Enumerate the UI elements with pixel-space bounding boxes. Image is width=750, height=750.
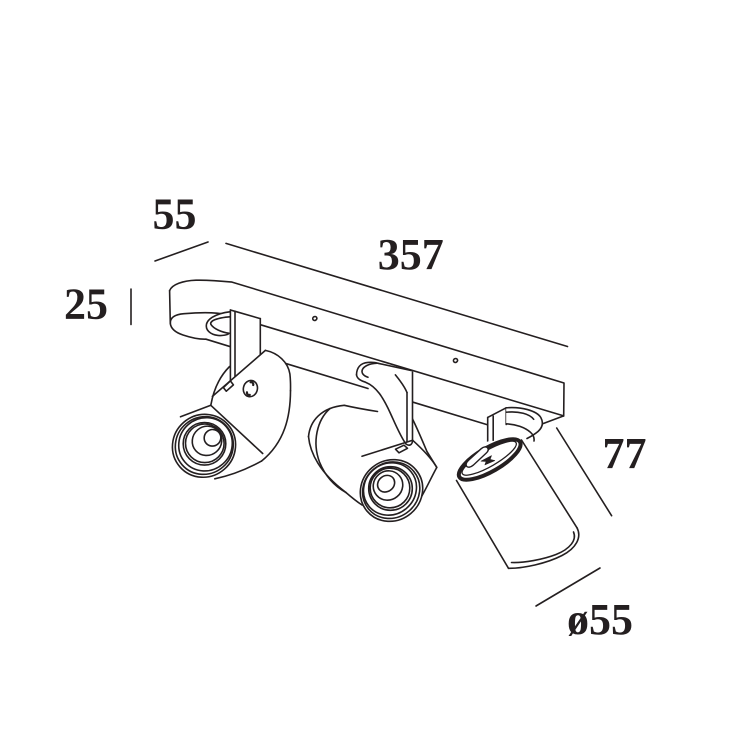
svg-text:55: 55 (153, 190, 197, 239)
svg-text:ø55: ø55 (567, 595, 633, 644)
svg-text:357: 357 (378, 230, 444, 279)
svg-text:25: 25 (64, 280, 108, 329)
svg-text:77: 77 (603, 429, 647, 478)
